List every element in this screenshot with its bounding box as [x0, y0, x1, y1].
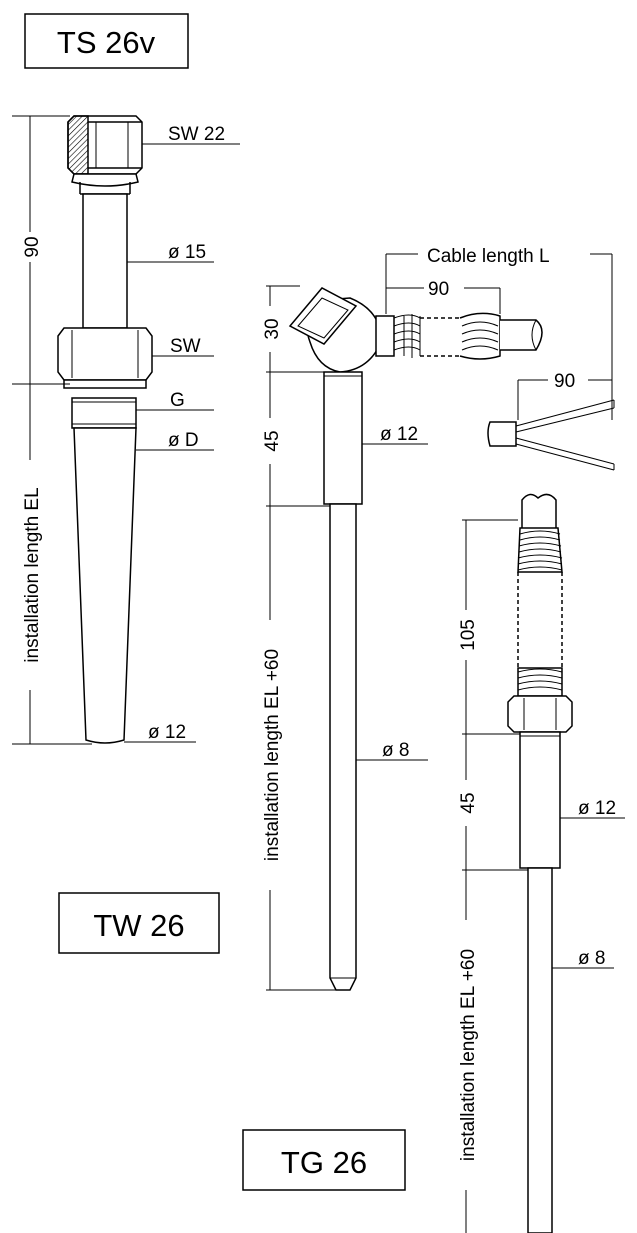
ts26v-tube-dia-label: ø 15	[168, 242, 206, 263]
ts26v-drawing	[57, 115, 153, 744]
tw26-drawing	[288, 287, 615, 991]
tg26-dashed-section	[517, 572, 563, 668]
tg26-probe	[527, 867, 553, 1233]
tg26-lower-spring	[517, 667, 563, 697]
tg26-hex-nut	[507, 695, 573, 733]
ts26v-thread-dia-label: ø D	[168, 430, 199, 451]
tw26-neck-45-label: 45	[262, 430, 283, 451]
tw26-head-30-label: 30	[262, 318, 283, 339]
tg26-installation-length: installation length EL +60	[458, 949, 479, 1161]
ts26v-installation-length: installation length EL	[22, 487, 43, 662]
tg26-dimensions	[462, 519, 625, 1233]
tg26-probe-dia-label: ø 8	[578, 948, 605, 969]
tg26-neck-45-label: 45	[458, 792, 479, 813]
tw26-dimensions	[266, 253, 613, 991]
tw26-neck	[323, 371, 363, 505]
spring-cable	[393, 312, 543, 360]
tg26-title: TG 26	[281, 1145, 367, 1180]
tw26-installation-length: installation length EL +60	[262, 649, 283, 861]
ts26v-title-box: TS 26v	[24, 13, 189, 69]
tg26-neck-dia-label: ø 12	[578, 798, 616, 819]
tw26-probe-dia-label: ø 8	[382, 740, 409, 761]
tg26-neck	[519, 731, 561, 869]
lead-wires	[487, 399, 615, 471]
union-nut	[67, 115, 143, 195]
ts26v-tip-dia-label: ø 12	[148, 722, 186, 743]
tw26-cable-90-label: 90	[428, 279, 449, 300]
tg26-drawing	[507, 493, 573, 1233]
thread	[71, 397, 137, 429]
tw26-neck-dia-label: ø 12	[380, 424, 418, 445]
tw26-probe	[329, 503, 357, 991]
angle-head	[288, 287, 395, 373]
ts26v-title: TS 26v	[57, 25, 156, 60]
tg26-upper-spring	[517, 527, 563, 573]
ts26v-thread-label: G	[170, 390, 185, 411]
tw26-title-box: TW 26	[58, 892, 220, 954]
tg26-spring-105-label: 105	[458, 619, 479, 651]
tapered-tip	[73, 427, 137, 744]
hex-nut	[57, 327, 153, 389]
ts26v-sw22-label: SW 22	[168, 124, 225, 145]
tube	[82, 193, 128, 329]
tg26-title-box: TG 26	[242, 1129, 406, 1191]
tw26-cable-length-label: Cable length L	[427, 246, 550, 267]
tg26-cable-end	[521, 493, 557, 531]
tw26-lead-90-label: 90	[554, 371, 575, 392]
ts26v-height-label: 90	[22, 236, 43, 257]
ts26v-dimensions	[12, 115, 240, 745]
tw26-title: TW 26	[93, 908, 184, 943]
ts26v-sw-label: SW	[170, 336, 201, 357]
